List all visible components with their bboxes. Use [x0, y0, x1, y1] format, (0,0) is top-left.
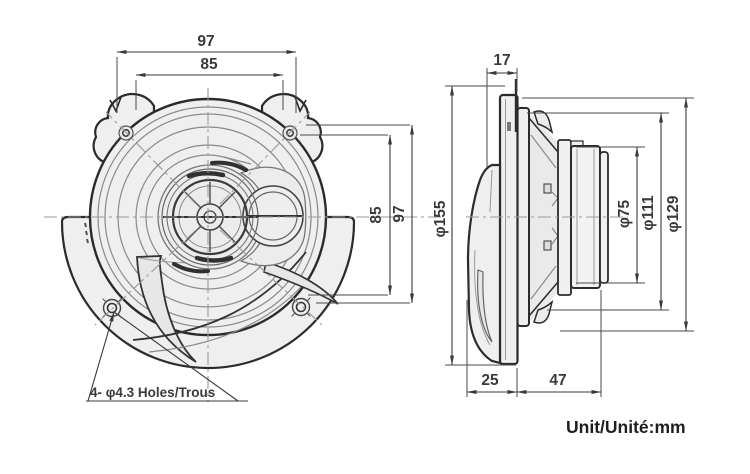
gasket-bottom	[533, 299, 554, 324]
ear-notch-left	[109, 96, 122, 113]
gasket-top	[533, 110, 554, 135]
driver-assembly	[157, 156, 307, 274]
cone-detail	[530, 134, 557, 300]
plate-detail-1	[507, 122, 511, 131]
dim-front-width-outer: 97	[197, 33, 214, 50]
front-view	[44, 88, 442, 402]
dim-dia-grille: φ155	[432, 200, 449, 237]
flange-marks	[84, 222, 89, 244]
terminal-bottom	[543, 240, 552, 251]
front-centerlines	[44, 88, 442, 402]
clamp-top	[186, 171, 226, 179]
cone-profile	[528, 117, 559, 317]
dim-grille-depth: 17	[493, 52, 510, 69]
dim-dia-magnet: φ75	[616, 199, 633, 228]
terminal-top	[543, 183, 552, 194]
skirt-blade	[477, 269, 493, 343]
side-view	[466, 79, 628, 366]
skirt-outline	[466, 163, 502, 365]
dim-rear-depth: 47	[549, 372, 566, 389]
blade-left	[136, 255, 197, 363]
clamp-bottom	[194, 255, 234, 263]
hole-bottom-right	[291, 297, 311, 317]
blade-right	[263, 260, 339, 305]
swoosh-arc-2	[148, 285, 303, 353]
skirt-curve	[474, 249, 491, 346]
dim-front-height-inner: 85	[368, 206, 385, 224]
dim-front-depth: 25	[481, 372, 499, 389]
holes-callout: 4- φ4.3 Holes/Trous	[86, 311, 248, 402]
grille-blades	[132, 251, 339, 363]
holes-note: 4- φ4.3 Holes/Trous	[90, 385, 215, 400]
arm-top-echo	[223, 156, 252, 165]
dim-dia-basket: φ111	[640, 195, 657, 231]
ear-notch-right	[294, 96, 307, 113]
skirt-edge	[489, 169, 493, 213]
grille-plate	[498, 93, 519, 366]
arm-bottom	[172, 262, 210, 274]
dim-front-height-outer: 97	[391, 205, 408, 222]
dim-dia-frame: φ129	[665, 195, 682, 232]
unit-label: Unit/Unité:mm	[566, 417, 686, 437]
side-skirt	[466, 163, 502, 365]
dimensions: 97 85 85 97 4- φ4.3 Holes/Trous 17 φ155 …	[86, 33, 694, 402]
arm-top	[210, 160, 248, 172]
dim-front-width-inner: 85	[200, 56, 218, 73]
hole-bottom-left	[102, 298, 122, 318]
